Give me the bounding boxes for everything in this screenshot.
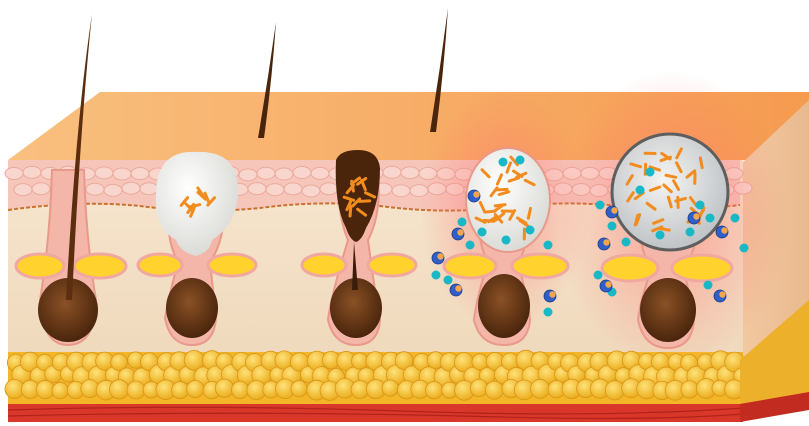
bacterium xyxy=(350,206,351,216)
macrophage-nucleus xyxy=(603,239,609,245)
skin-cell xyxy=(104,184,122,196)
skin-cell xyxy=(284,183,302,195)
skin-cell xyxy=(401,167,419,179)
skin-cell xyxy=(383,166,401,178)
immune-cell xyxy=(466,241,475,250)
sebaceous-gland-right xyxy=(74,254,126,278)
immune-cell xyxy=(499,158,508,167)
fat-cell xyxy=(681,381,698,398)
skin-cell xyxy=(23,166,41,178)
skin-cell xyxy=(131,167,149,179)
fat-cell xyxy=(426,382,443,399)
macrophage-nucleus xyxy=(549,291,555,297)
immune-cell xyxy=(596,201,605,210)
immune-cell xyxy=(594,271,603,280)
skin-cell xyxy=(320,183,338,195)
immune-cell xyxy=(478,228,487,237)
skin-cell xyxy=(239,169,257,181)
immune-cell xyxy=(731,214,740,223)
immune-cell xyxy=(502,236,511,245)
immune-cell xyxy=(704,281,713,290)
macrophage-nucleus xyxy=(693,213,699,219)
macrophage-nucleus xyxy=(473,191,479,197)
macrophage-nucleus xyxy=(719,291,725,297)
fat-cells xyxy=(5,350,750,400)
skin-cell xyxy=(302,185,320,197)
immune-cell xyxy=(636,186,645,195)
bacterium xyxy=(360,201,370,202)
macrophage-nucleus xyxy=(721,227,727,233)
immune-cell xyxy=(526,226,535,235)
immune-cell xyxy=(706,214,715,223)
bacterium xyxy=(497,189,507,190)
fat-cell xyxy=(291,381,307,397)
skin-cell xyxy=(5,167,23,179)
fat-cell xyxy=(172,382,189,399)
fat-cell xyxy=(187,380,204,397)
fat-cell xyxy=(231,381,248,398)
skin-cell xyxy=(392,185,410,197)
macrophage-nucleus xyxy=(437,253,443,259)
skin-cell xyxy=(266,184,284,196)
macrophage-nucleus xyxy=(455,285,461,291)
immune-cell xyxy=(516,156,525,165)
immune-cell xyxy=(544,308,553,317)
bacterium xyxy=(528,208,530,218)
bacterium xyxy=(700,158,702,168)
fat-cell xyxy=(485,381,503,399)
macrophage-nucleus xyxy=(611,207,617,213)
skin-cell xyxy=(32,183,50,195)
skin-cell xyxy=(140,183,158,195)
bacterium xyxy=(484,220,494,221)
fat-cell xyxy=(470,379,487,396)
bacterium xyxy=(485,211,495,212)
immune-cell xyxy=(608,222,617,231)
skin-cell xyxy=(86,183,104,195)
bacterium xyxy=(666,175,676,177)
immune-cell xyxy=(696,201,705,210)
macrophage-nucleus xyxy=(605,281,611,287)
skin-cell xyxy=(95,167,113,179)
skin-cell xyxy=(293,167,311,179)
skin-cell xyxy=(113,168,131,180)
immune-cell xyxy=(656,231,665,240)
fat-cell xyxy=(215,379,233,397)
immune-cell xyxy=(544,241,553,250)
fat-cell xyxy=(52,382,68,398)
immune-cell xyxy=(646,168,655,177)
immune-cell xyxy=(622,238,631,247)
immune-cell xyxy=(444,276,453,285)
bacterium xyxy=(659,228,669,230)
skin-cell xyxy=(122,182,140,194)
fat-cell xyxy=(110,380,129,399)
skin-cell xyxy=(248,183,266,195)
immune-cell xyxy=(686,228,695,237)
fat-cell xyxy=(382,380,398,396)
fat-cell xyxy=(531,379,550,398)
skin-cell xyxy=(14,184,32,196)
fat-cell xyxy=(352,353,368,369)
macrophage-nucleus xyxy=(457,229,463,235)
skin-cell xyxy=(311,167,329,179)
skin-cell xyxy=(275,168,293,180)
skin-cell xyxy=(257,167,275,179)
immune-cell xyxy=(740,244,749,253)
fat-cell xyxy=(127,381,145,399)
immune-cell xyxy=(432,271,441,280)
sebaceous-gland-left xyxy=(16,254,64,278)
immune-cell xyxy=(458,218,467,227)
